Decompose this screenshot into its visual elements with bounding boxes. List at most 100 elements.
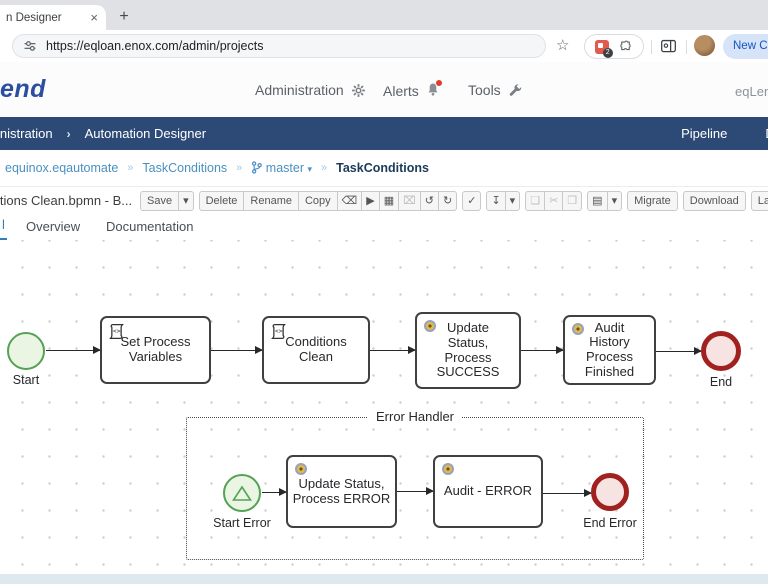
url-text[interactable]: https://eqloan.enox.com/admin/projects: [46, 39, 264, 53]
duplicate-icon[interactable]: ❏: [525, 191, 546, 211]
task-label-line: Variables: [128, 349, 183, 364]
site-settings-icon[interactable]: [23, 39, 37, 53]
divider: [651, 40, 652, 54]
service-task-icon: [442, 463, 454, 475]
grid-icon[interactable]: ▦: [378, 191, 400, 211]
new-tab-button[interactable]: +: [119, 8, 129, 25]
task-audit-error[interactable]: Audit - ERROR: [433, 455, 543, 528]
menu-administration-label: Administration: [255, 82, 344, 98]
nav-dashboard[interactable]: Da: [765, 126, 768, 141]
play-icon[interactable]: ▶: [361, 191, 380, 211]
header-user-label: eqLend A: [735, 84, 768, 99]
task-label-line: Finished: [584, 363, 635, 379]
nav-automation-designer[interactable]: Automation Designer: [84, 126, 207, 141]
extensions-puzzle-icon[interactable]: [618, 39, 633, 54]
migrate-button[interactable]: Migrate: [627, 191, 678, 211]
tab-close-icon[interactable]: ×: [90, 10, 98, 25]
signal-triangle-icon: [232, 485, 252, 501]
sequence-flow[interactable]: [46, 346, 101, 354]
bpmn-canvas[interactable]: Start <> Set Process Variables <> Condit…: [0, 240, 768, 574]
chevron-down-icon: ▾: [307, 164, 312, 174]
redo-icon[interactable]: ↻: [438, 191, 458, 211]
profile-avatar[interactable]: [694, 35, 715, 56]
sequence-flow[interactable]: [262, 488, 287, 496]
menu-tools[interactable]: Tools: [468, 82, 523, 98]
breadcrumb-repo[interactable]: TaskConditions: [142, 161, 228, 175]
file-title: itions Clean.bpmn - B...: [0, 193, 133, 208]
task-update-status-error[interactable]: Update Status, Process ERROR: [286, 455, 397, 528]
download-button[interactable]: Download: [682, 191, 746, 211]
bell-icon: [426, 80, 442, 100]
bookmark-star-icon[interactable]: ☆: [556, 37, 570, 54]
new-chrome-button[interactable]: New Chro: [723, 34, 768, 59]
task-label-line: SUCCESS: [436, 364, 500, 380]
sequence-flow[interactable]: [656, 347, 702, 355]
delete-button[interactable]: Delete: [198, 191, 245, 211]
task-label-line: Conditions: [285, 334, 347, 350]
side-panel-icon[interactable]: [660, 38, 677, 55]
save-dropdown-caret[interactable]: ▾: [178, 191, 194, 211]
task-label-line: Audit: [594, 319, 625, 335]
end-event-label: End: [709, 375, 733, 389]
script-task-icon: <>: [109, 324, 124, 339]
start-event-label: Start: [12, 373, 40, 387]
table-dropdown-caret[interactable]: ▾: [606, 191, 623, 211]
start-event[interactable]: [7, 332, 45, 370]
task-set-process-variables[interactable]: <> Set Process Variables: [100, 316, 211, 384]
horizontal-scrollbar[interactable]: [0, 574, 768, 584]
extension-icon[interactable]: 2: [594, 39, 613, 58]
sequence-flow[interactable]: [397, 487, 434, 495]
table-icon[interactable]: ▤: [587, 191, 608, 211]
start-error-label: Start Error: [213, 516, 271, 530]
sequence-flow[interactable]: [521, 346, 564, 354]
address-bar[interactable]: https://eqloan.enox.com/admin/projects: [12, 34, 546, 58]
eraser-icon[interactable]: ⌫: [336, 191, 363, 211]
view-tabs: l Overview Documentation: [0, 215, 768, 240]
sequence-flow[interactable]: [543, 489, 592, 497]
menu-alerts[interactable]: Alerts: [383, 80, 442, 100]
menu-administration[interactable]: Administration: [255, 82, 366, 98]
chevron-right-icon: ›: [66, 126, 71, 141]
task-label-line: Process ERROR: [292, 490, 391, 506]
start-error-event[interactable]: [223, 474, 261, 512]
sequence-flow[interactable]: [370, 346, 416, 354]
task-label-line: Status,: [447, 334, 489, 350]
save-button[interactable]: Save: [140, 191, 180, 211]
end-error-event[interactable]: [591, 473, 629, 511]
secondary-navbar: inistration › Automation Designer Pipeli…: [0, 117, 768, 150]
branch-selector[interactable]: master ▾: [251, 161, 312, 175]
breadcrumb-project[interactable]: equinox.eqautomate: [5, 161, 119, 175]
rename-button[interactable]: Rename: [243, 191, 299, 211]
tab-model[interactable]: l: [0, 213, 7, 240]
divider: [686, 40, 687, 54]
tab-documentation[interactable]: Documentation: [106, 219, 194, 234]
breadcrumb-separator: »: [236, 162, 243, 174]
error-handler-group[interactable]: Error Handler: [186, 409, 644, 560]
nav-administration[interactable]: inistration: [0, 126, 53, 141]
import-dropdown-caret[interactable]: ▾: [504, 191, 521, 211]
task-conditions-clean[interactable]: <> Conditions Clean: [262, 316, 370, 384]
nav-pipeline[interactable]: Pipeline: [681, 126, 728, 141]
branch-name: master: [265, 161, 304, 175]
undo-icon[interactable]: ↺: [419, 191, 440, 211]
cut-scissors-icon[interactable]: ✂: [544, 191, 564, 211]
sequence-flow[interactable]: [211, 346, 263, 354]
task-update-status-success[interactable]: Update Status, Process SUCCESS: [415, 312, 521, 389]
browser-toolbar: https://eqloan.enox.com/admin/projects ☆…: [0, 30, 768, 62]
app-header: eqLend Administration Alerts: [0, 62, 768, 117]
import-icon[interactable]: ↧: [486, 191, 506, 211]
paste-icon[interactable]: ❐: [562, 191, 583, 211]
copy-button[interactable]: Copy: [297, 191, 338, 211]
breadcrumb-separator: »: [127, 162, 134, 174]
end-event[interactable]: [701, 331, 741, 371]
validate-check-icon[interactable]: ✓: [462, 191, 482, 211]
latest-version-select[interactable]: Latest Version: [750, 191, 768, 211]
trash-icon[interactable]: ⌧: [398, 191, 421, 211]
task-audit-history-finished[interactable]: Audit History Process Finished: [563, 315, 656, 385]
breadcrumb-current: TaskConditions: [336, 161, 429, 175]
task-label-line: Process: [444, 349, 492, 365]
app-logo[interactable]: eqLend: [0, 75, 46, 103]
browser-tab[interactable]: n Designer ×: [0, 5, 106, 30]
wrench-icon: [509, 83, 521, 96]
tab-overview[interactable]: Overview: [26, 219, 81, 234]
